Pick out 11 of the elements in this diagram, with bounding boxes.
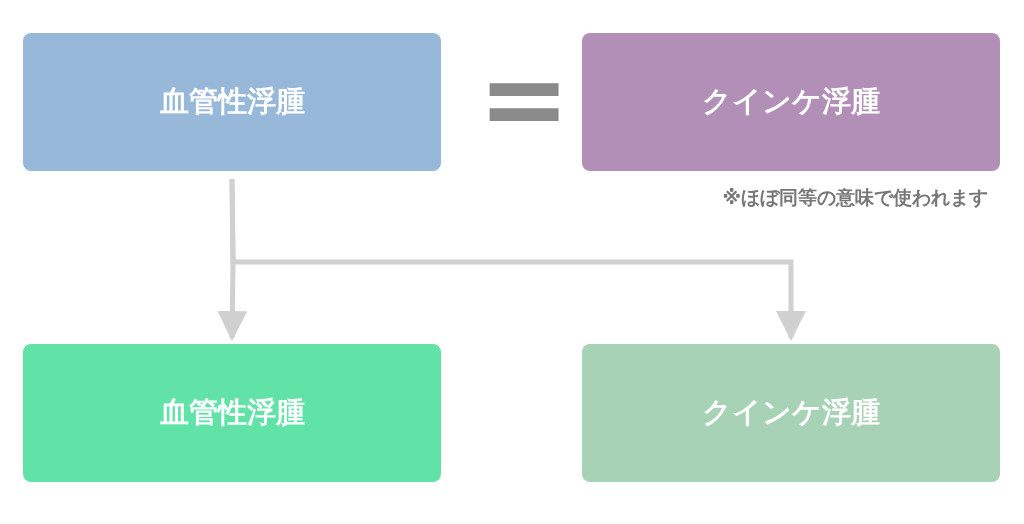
- equals-sign: =: [478, 44, 571, 154]
- label-box: [582, 33, 1000, 171]
- label-box: [23, 33, 441, 171]
- note-text: ※ほぼ同等の意味で使われます: [722, 185, 988, 210]
- label-box: [23, 344, 441, 482]
- box-label: クインケ浮腫: [702, 83, 880, 120]
- box-label: 血管性浮腫: [159, 394, 305, 431]
- box-label: 血管性浮腫: [159, 83, 305, 120]
- box-label: クインケ浮腫: [702, 394, 880, 431]
- label-box: [582, 344, 1000, 482]
- arrow: [229, 178, 806, 341]
